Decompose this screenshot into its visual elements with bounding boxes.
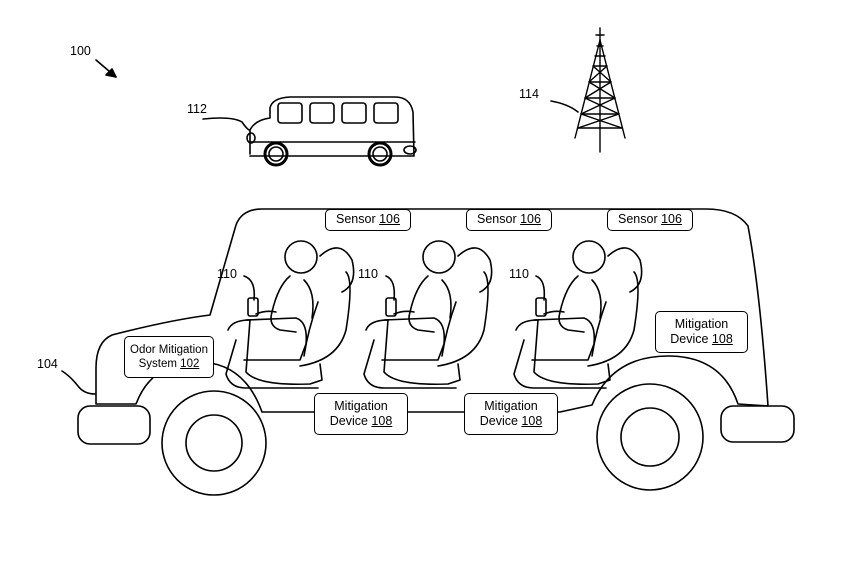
front-wheel xyxy=(162,391,266,495)
odor-system-number: 102 xyxy=(180,358,200,370)
sensor-text: Sensor xyxy=(336,212,376,226)
vehicle-leader-line xyxy=(62,371,95,394)
mitigation-device-box-middle: Mitigation Device 108 xyxy=(464,393,558,435)
bus-leader-line xyxy=(203,118,249,130)
sensor-number: 106 xyxy=(661,212,682,226)
mitigation-device-box-rear: Mitigation Device 108 xyxy=(655,311,748,353)
mitigation-number: 108 xyxy=(371,414,393,428)
tower-ref-label: 114 xyxy=(519,87,539,101)
mitigation-line2: Device xyxy=(479,414,518,428)
vehicle-ref-label: 104 xyxy=(37,357,58,371)
passenger-leader-2 xyxy=(386,276,394,300)
front-bumper xyxy=(78,406,150,444)
bus-ref-label: 112 xyxy=(187,102,207,116)
mitigation-number: 108 xyxy=(711,332,733,346)
tower-leader-line xyxy=(551,101,578,112)
rear-wheel xyxy=(597,384,703,490)
passenger-ref-label-3: 110 xyxy=(509,267,529,281)
vehicle-body xyxy=(96,209,768,412)
sensor-number: 106 xyxy=(379,212,400,226)
odor-system-line1: Odor Mitigation xyxy=(130,344,208,356)
mitigation-line1: Mitigation xyxy=(484,399,538,413)
passenger-leader-1 xyxy=(244,276,254,300)
sensor-box-2: Sensor 106 xyxy=(466,209,552,231)
mitigation-line1: Mitigation xyxy=(334,399,388,413)
sensor-box-1: Sensor 106 xyxy=(325,209,411,231)
mitigation-device-box-front: Mitigation Device 108 xyxy=(314,393,408,435)
passenger-ref-label-2: 110 xyxy=(358,267,378,281)
passenger-seat-3 xyxy=(514,241,642,388)
mitigation-line1: Mitigation xyxy=(674,317,729,331)
sensor-text: Sensor xyxy=(618,212,658,226)
sensor-box-3: Sensor 106 xyxy=(607,209,693,231)
mitigation-line2: Device xyxy=(670,332,709,346)
passenger-leader-3 xyxy=(536,276,544,300)
odor-mitigation-system-box: Odor Mitigation System 102 xyxy=(124,336,214,378)
figure-ref-arrow xyxy=(96,60,116,77)
figure-ref-label: 100 xyxy=(70,44,91,58)
bus-icon xyxy=(247,97,416,165)
passenger-ref-label-1: 110 xyxy=(217,267,237,281)
mitigation-number: 108 xyxy=(521,414,543,428)
odor-system-line2: System xyxy=(138,358,177,370)
passenger-seat-2 xyxy=(364,241,492,388)
sensor-text: Sensor xyxy=(477,212,517,226)
mitigation-line2: Device xyxy=(329,414,368,428)
passenger-seat-1 xyxy=(226,241,354,388)
rear-bumper xyxy=(721,406,794,442)
cell-tower-icon xyxy=(575,28,625,152)
sensor-number: 106 xyxy=(520,212,541,226)
